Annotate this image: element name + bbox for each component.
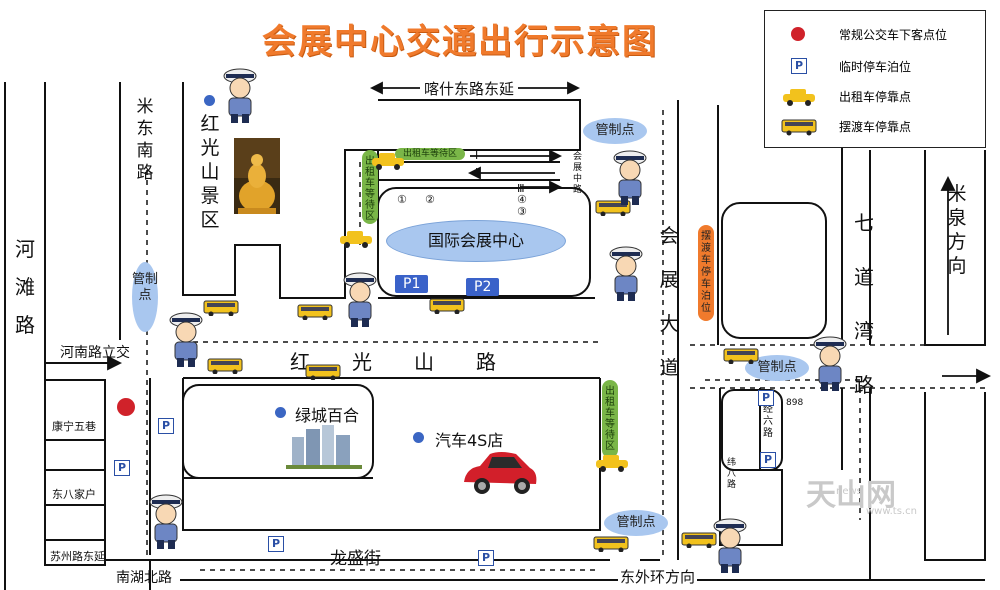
gate-roman-2: Ⅱ	[475, 166, 481, 179]
parking-p2: P2	[466, 278, 500, 296]
legend-row-bus-stop: 常规公交车下客点位	[779, 21, 947, 47]
shuttle-bus-icon	[781, 119, 817, 136]
watermark-url: www.ts.cn	[866, 506, 917, 517]
shuttle-bus-icon	[681, 532, 717, 548]
taxi-wait-area-horizontal: 出租车等待区	[395, 148, 465, 160]
taxi-icon	[340, 231, 372, 248]
parking-badge-2: P	[114, 460, 130, 476]
road-label-midong-south: 米东南路	[136, 97, 154, 183]
taxi-icon	[596, 455, 628, 472]
place-expo-center: 国际会展中心	[386, 220, 566, 262]
red-dot-icon	[791, 27, 805, 41]
shuttle-bus-icon	[593, 536, 629, 552]
traffic-police-icon	[343, 272, 377, 327]
parking-badge-4: P	[478, 550, 494, 566]
shuttle-bus-icon	[429, 298, 465, 314]
parking-icon: P	[791, 58, 807, 74]
taxi-wait-area-east: 出租车等待区	[602, 380, 618, 458]
parking-badge-1: P	[158, 418, 174, 434]
car4s-dot-icon	[413, 432, 424, 443]
legend-row-parking: P 出租车停靠点 临时停车泊位	[779, 53, 911, 79]
map-title: 会展中心交通出行示意图	[262, 22, 658, 62]
shuttle-bus-icon	[203, 300, 239, 316]
place-hongguangshan-scenic: 红光山景区	[200, 113, 220, 231]
traffic-police-icon	[609, 246, 643, 301]
road-label-weiba: 纬八路	[726, 458, 736, 490]
road-label-miquan: 米泉方向	[947, 183, 967, 277]
taxi-icon	[783, 89, 815, 106]
place-address-898: 898	[786, 398, 804, 408]
traffic-police-icon	[223, 68, 257, 123]
taxi-wait-area-vertical: 出租车等待区	[362, 150, 378, 224]
parking-badge-6: P	[760, 452, 776, 468]
place-kangning: 康宁五巷	[52, 420, 96, 433]
place-suzhou-east: 苏州路东延	[50, 550, 105, 563]
road-label-kashi-east: 喀什东路东延	[420, 78, 519, 99]
buildings-image	[286, 425, 362, 469]
management-point-top: 管制点	[583, 118, 647, 144]
legend-label-taxi: 出租车停靠点	[839, 90, 912, 104]
place-car-4s: 汽车4S店	[435, 431, 504, 450]
road-label-east-ring: 东外环方向	[618, 566, 698, 587]
parking-badge-5: P	[758, 390, 774, 406]
management-point-bottom: 管制点	[604, 510, 668, 536]
legend-label-shuttle: 摆渡车停靠点	[839, 120, 912, 134]
shuttle-bus-icon	[207, 358, 243, 374]
place-lvcheng: 绿城百合	[295, 406, 360, 425]
gate-circ-3: ③	[517, 205, 527, 218]
legend-row-shuttle: 摆渡车停靠点	[779, 113, 911, 139]
shuttle-bus-icon	[297, 304, 333, 320]
buddha-statue-image	[234, 138, 280, 214]
watermark-text: 天山网	[806, 478, 896, 513]
watermark-logo: 天山网	[806, 470, 896, 514]
road-label-jingliu: 经六路	[763, 404, 773, 439]
road-label-longsheng: 龙盛街	[330, 549, 381, 569]
scenic-dot-icon	[204, 95, 215, 106]
traffic-police-icon	[169, 312, 203, 367]
shuttle-parking-area: 摆渡车停车泊位	[698, 225, 714, 321]
road-label-qidaowan: 七道湾路	[854, 211, 874, 397]
management-point-left: 管制点	[132, 262, 158, 332]
traffic-police-icon	[813, 336, 847, 391]
legend-row-taxi: 出租车停靠点	[779, 83, 911, 109]
parking-p1: P1	[395, 275, 429, 293]
road-label-hetan: 河滩路	[15, 237, 35, 337]
watermark-sub: news	[836, 486, 862, 497]
red-car-image	[464, 452, 537, 494]
road-label-huizhan: 会展大道	[659, 225, 679, 379]
traffic-police-icon	[713, 518, 747, 573]
lvcheng-dot-icon	[275, 407, 286, 418]
gate-roman-3: Ⅲ	[517, 182, 525, 195]
road-label-henan-overpass: 河南路立交	[60, 345, 130, 361]
parking-badge-3: P	[268, 536, 284, 552]
traffic-police-icon	[613, 150, 647, 205]
gate-circ-1: ①	[397, 193, 407, 206]
legend-label-temp-parking: 临时停车泊位	[839, 60, 912, 74]
legend-label-bus-stop: 常规公交车下客点位	[839, 28, 948, 42]
gate-circ-2: ②	[425, 193, 435, 206]
bus-stop-red-dot	[117, 398, 135, 416]
traffic-police-icon	[149, 494, 183, 549]
legend-box: 常规公交车下客点位 P 出租车停靠点 临时停车泊位 出租车停靠点 摆渡车停靠点	[764, 10, 986, 148]
taxi-icon	[372, 153, 404, 170]
place-dongba: 东八家户	[52, 488, 96, 501]
gate-circ-4: ④	[517, 193, 527, 206]
road-label-nanhu-north: 南湖北路	[116, 570, 172, 586]
shuttle-bus-icon	[723, 348, 759, 364]
gate-roman-1: Ⅰ	[475, 149, 479, 162]
shuttle-bus-icon	[305, 364, 341, 380]
gate-side-label: 会展中路	[572, 152, 582, 195]
